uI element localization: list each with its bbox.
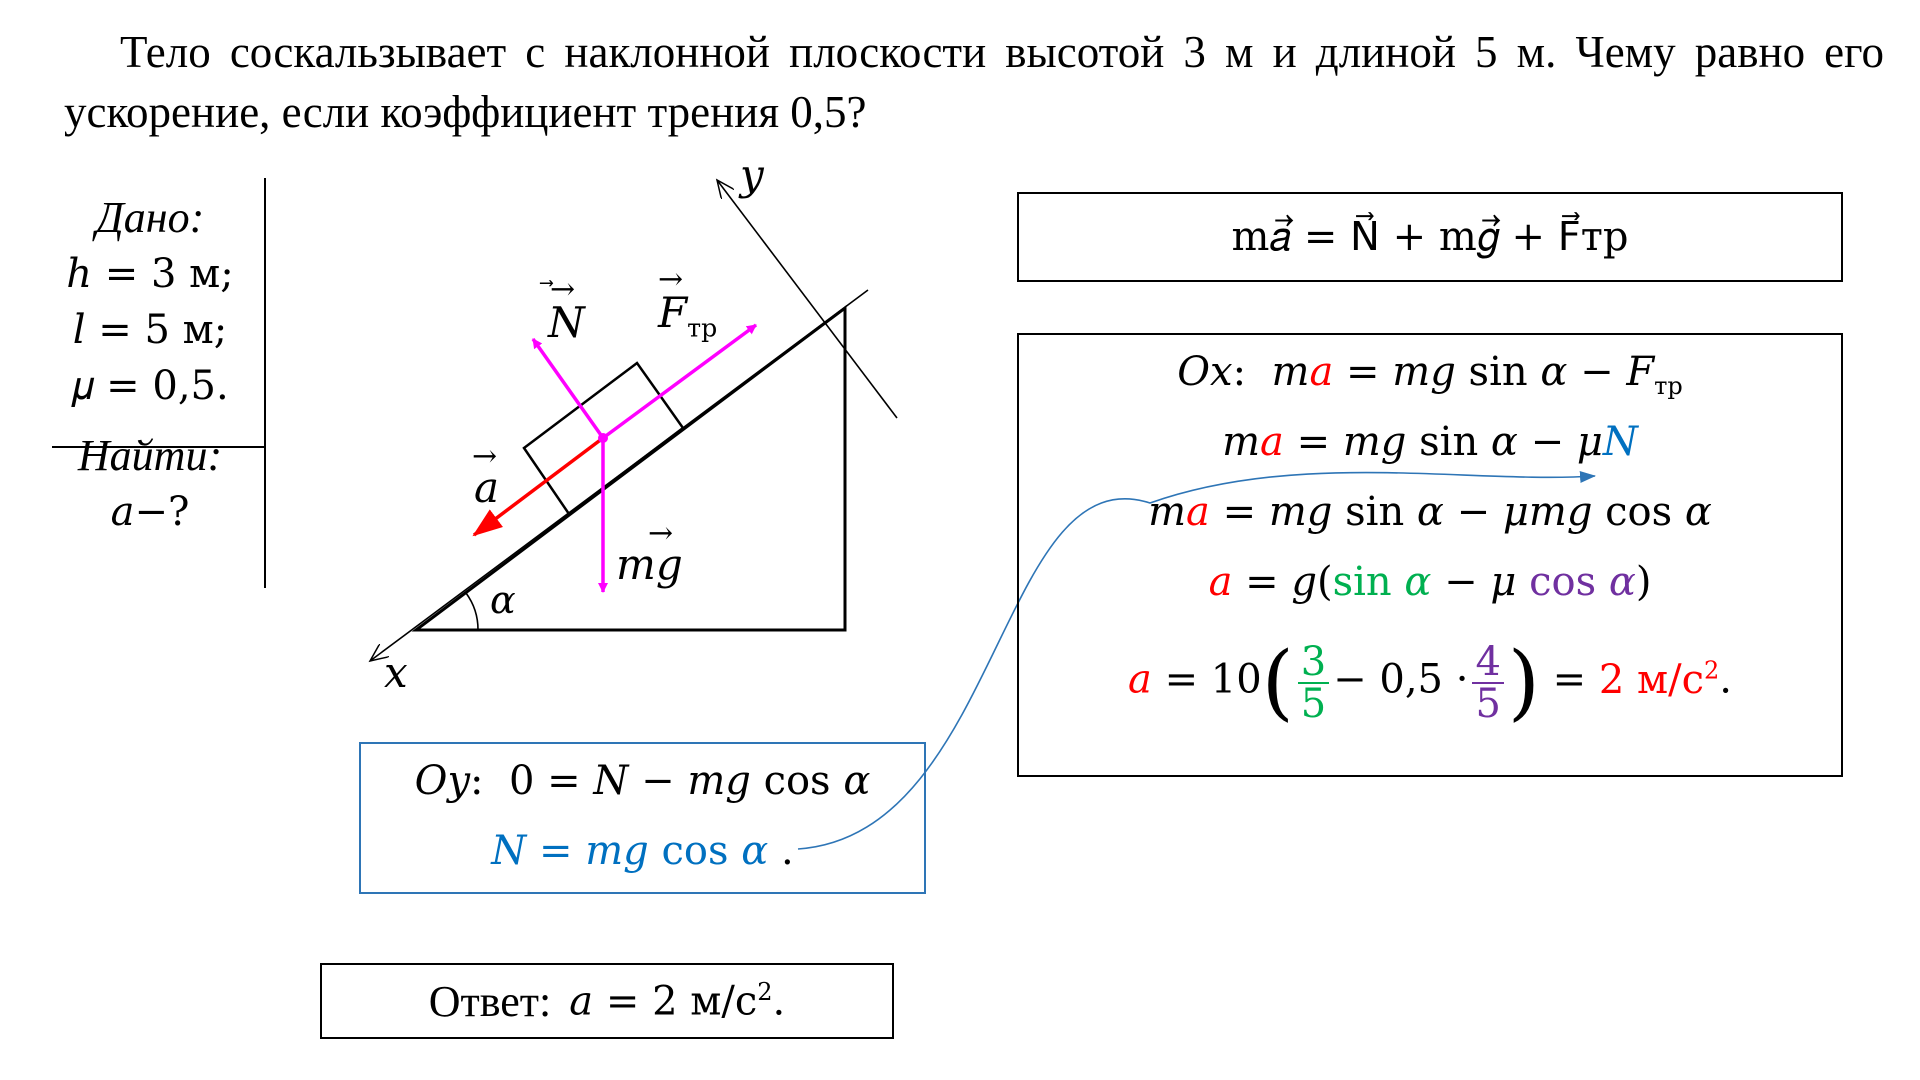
y-axis (717, 180, 898, 419)
given-block: Дано: ℎ = 3 м; 𝑙 = 5 м; 𝜇 = 0,5. Найти: … (50, 190, 250, 540)
answer-value: a = 2 м/с2. (569, 977, 786, 1025)
given-height: ℎ = 3 м; (66, 251, 234, 297)
angle-label: 𝛼 (490, 578, 516, 622)
find-header: Найти: (77, 431, 223, 480)
answer-box: Ответ: a = 2 м/с2. (320, 963, 894, 1039)
gravity-force-label: → mg (616, 516, 683, 589)
normal-force-label: ⃗ → N (548, 272, 585, 347)
given-header: Дано: (95, 193, 205, 242)
friction-force-arrow (601, 323, 758, 440)
find-value: 𝑎−? (110, 489, 190, 535)
axis-x-label: 𝑥 (384, 648, 408, 697)
oy-line-2: N = mg cos α . (491, 828, 794, 874)
center-of-mass (598, 433, 608, 443)
acceleration-result: 2 м/с2 (1598, 656, 1720, 703)
given-divider-horizontal (52, 446, 264, 448)
friction-force-label: → Fтр (658, 262, 718, 343)
angle-arc (465, 592, 479, 631)
given-divider-vertical (264, 178, 266, 588)
substitution-connector (797, 470, 1596, 850)
normal-force-arrow (531, 337, 605, 440)
given-friction: 𝜇 = 0,5. (71, 363, 229, 409)
ox-line-3: ma = mg sin α − μmg cos α (1148, 489, 1712, 535)
problem-statement: Тело соскальзывает с наклонной плоскости… (64, 27, 1884, 137)
answer-label: Ответ: (428, 976, 552, 1026)
axis-y-label: 𝑦 (740, 150, 764, 199)
given-length: 𝑙 = 5 м; (72, 307, 228, 353)
ox-line-2: ma = mg sin α − μN (1222, 419, 1638, 465)
newton-second-law-box: m𝑎⃗ = N⃗ + m𝑔⃗ + F⃗тр (1017, 192, 1843, 282)
oy-projection-box: Oy: 0 = N − mg cos α N = mg cos α . (359, 742, 926, 894)
acceleration-arrow (472, 436, 605, 537)
oy-line-1: Oy: 0 = N − mg cos α (414, 758, 871, 804)
ox-line-1: Ox: ma = mg sin α − Fтр (1177, 349, 1683, 400)
ox-line-4: a = g(sin α − μ cos α) (1208, 559, 1652, 605)
block (522, 361, 685, 516)
ox-projection-box: Ox: ma = mg sin α − Fтр ma = mg sin α − … (1017, 333, 1843, 777)
newton-second-law: m𝑎⃗ = N⃗ + m𝑔⃗ + F⃗тр (1231, 214, 1629, 260)
acceleration-label: → a (472, 439, 500, 512)
